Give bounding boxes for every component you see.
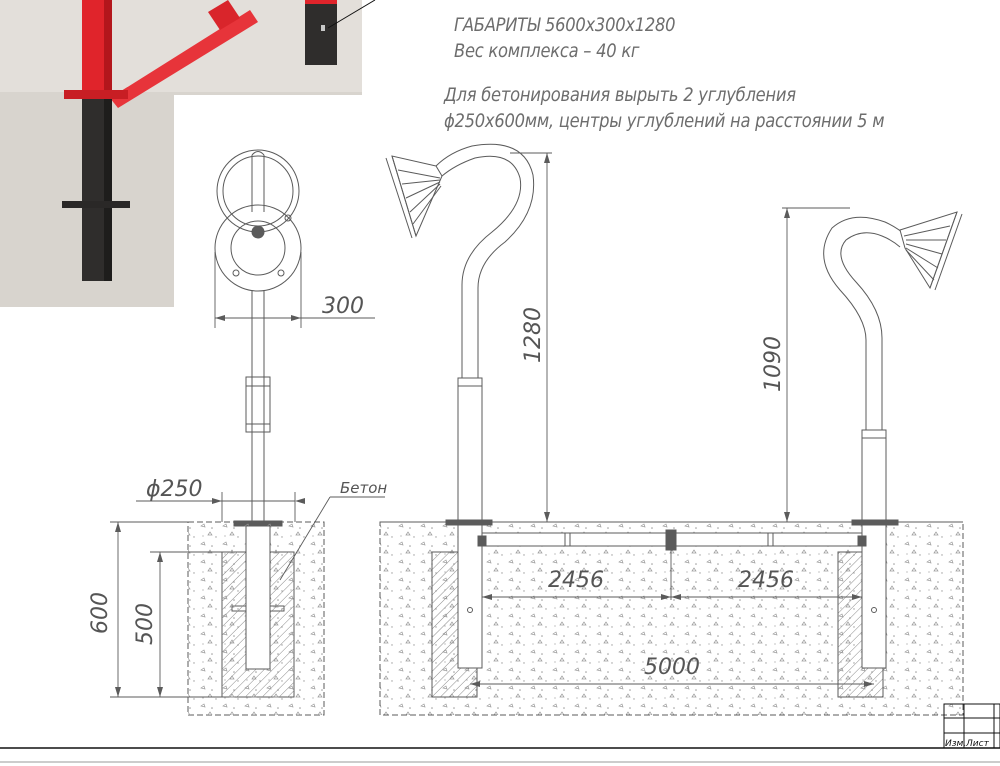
red-arm (110, 10, 258, 108)
title-block-col2: Лист (965, 739, 990, 749)
dimension-lines (110, 152, 874, 698)
side-head-disc-upper (216, 149, 300, 233)
dim-pit-depth: 600 (88, 592, 113, 634)
dim-center-distance: 5000 (644, 655, 700, 680)
title-block (943, 703, 1000, 749)
concrete-label: Бетон (340, 479, 387, 497)
concrete-note-line-2: ϕ250х600мм, центры углублений на расстоя… (444, 110, 885, 132)
dim-right-post-height: 1090 (761, 336, 786, 392)
concrete-note-line-1: Для бетонирования вырыть 2 углубления (444, 84, 796, 106)
dim-left-post-height: 1280 (521, 307, 546, 363)
dim-head-width: 300 (322, 294, 364, 319)
dim-pipe-diameter: ϕ250 (146, 477, 203, 502)
front-view (379, 143, 964, 716)
dimensions-note: ГАБАРИТЫ 5600х300х1280 (454, 14, 676, 36)
title-block-col1: Изм. (945, 739, 966, 749)
right-post (861, 429, 887, 669)
dimension-arrows (115, 153, 874, 697)
side-head-disc-lower (214, 204, 302, 292)
dim-left-span: 2456 (548, 568, 604, 593)
dim-right-span: 2456 (738, 568, 794, 593)
product-render-photo (0, 0, 376, 307)
weight-note: Вес комплекса – 40 кг (454, 40, 640, 62)
dim-embed-depth: 500 (133, 603, 158, 645)
